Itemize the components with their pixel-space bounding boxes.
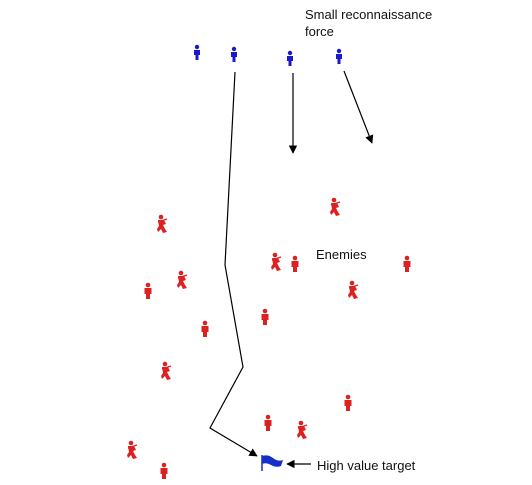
- target-label: High value target: [317, 458, 416, 473]
- high-value-target-flag: [261, 455, 283, 471]
- enemy-unit: [144, 282, 152, 299]
- movement-arrow: [343, 70, 374, 144]
- enemy-unit: [201, 320, 209, 337]
- enemy-unit: [271, 252, 282, 271]
- enemy-unit: [157, 214, 168, 233]
- enemy-unit: [161, 361, 172, 380]
- enemy-unit: [348, 280, 359, 299]
- enemy-unit: [127, 440, 138, 459]
- friendly-units: [194, 44, 342, 66]
- enemy-unit: [160, 462, 168, 479]
- enemy-unit: [261, 308, 269, 325]
- enemy-unit: [291, 255, 299, 272]
- enemy-unit: [344, 394, 352, 411]
- path-to-target: [209, 71, 258, 457]
- enemy-unit: [403, 255, 411, 272]
- recon-force-label: Small reconnaissance force: [305, 7, 433, 39]
- enemy-unit: [297, 420, 308, 439]
- enemy-unit: [177, 270, 188, 289]
- enemy-unit: [330, 197, 341, 216]
- friendly-unit: [287, 50, 293, 66]
- friendly-unit: [194, 44, 200, 60]
- enemy-units: [127, 197, 411, 479]
- movement-arrows: [209, 70, 374, 469]
- enemies-label: Enemies: [316, 247, 367, 262]
- enemy-unit: [264, 414, 272, 431]
- friendly-unit: [336, 48, 342, 64]
- friendly-unit: [231, 46, 237, 62]
